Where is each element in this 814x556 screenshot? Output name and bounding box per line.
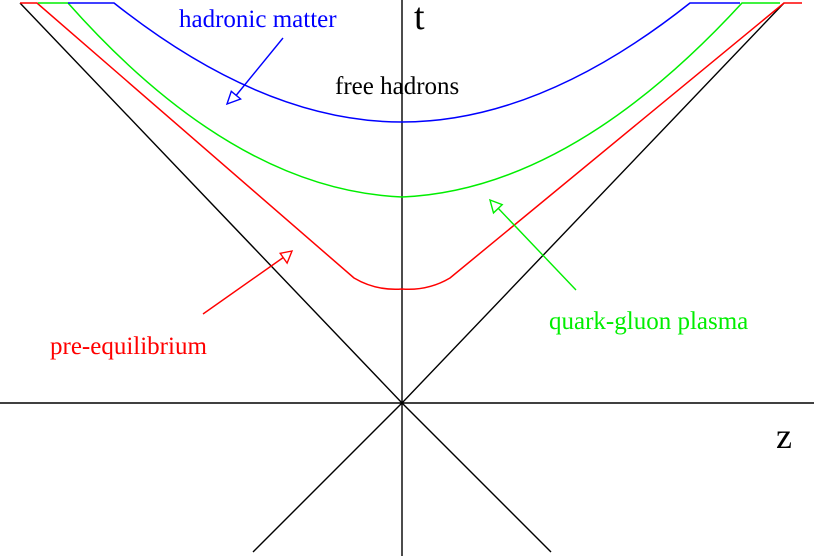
free-hadrons-label: free hadrons bbox=[335, 73, 459, 100]
light-cone-lower-right bbox=[401, 402, 552, 553]
z-axis-label: z bbox=[776, 416, 792, 456]
light-cone-left bbox=[19, 2, 403, 404]
pre-equilibrium-hyperbola bbox=[20, 2, 802, 291]
pre-equilibrium-arrow bbox=[202, 250, 294, 315]
hadronic-matter-label: hadronic matter bbox=[179, 6, 337, 33]
pre-equilibrium-label: pre-equilibrium bbox=[50, 333, 207, 360]
hadronic-matter-arrow bbox=[225, 37, 284, 106]
quark-gluon-plasma-label: quark-gluon plasma bbox=[549, 308, 748, 335]
light-cone-lower-left bbox=[252, 402, 403, 553]
qgp-hyperbola bbox=[38, 2, 780, 198]
t-axis-label: t bbox=[414, 0, 425, 38]
quark-gluon-plasma-arrow bbox=[488, 198, 577, 291]
hadronic-hyperbola bbox=[68, 2, 740, 123]
light-cone-right bbox=[401, 2, 785, 404]
